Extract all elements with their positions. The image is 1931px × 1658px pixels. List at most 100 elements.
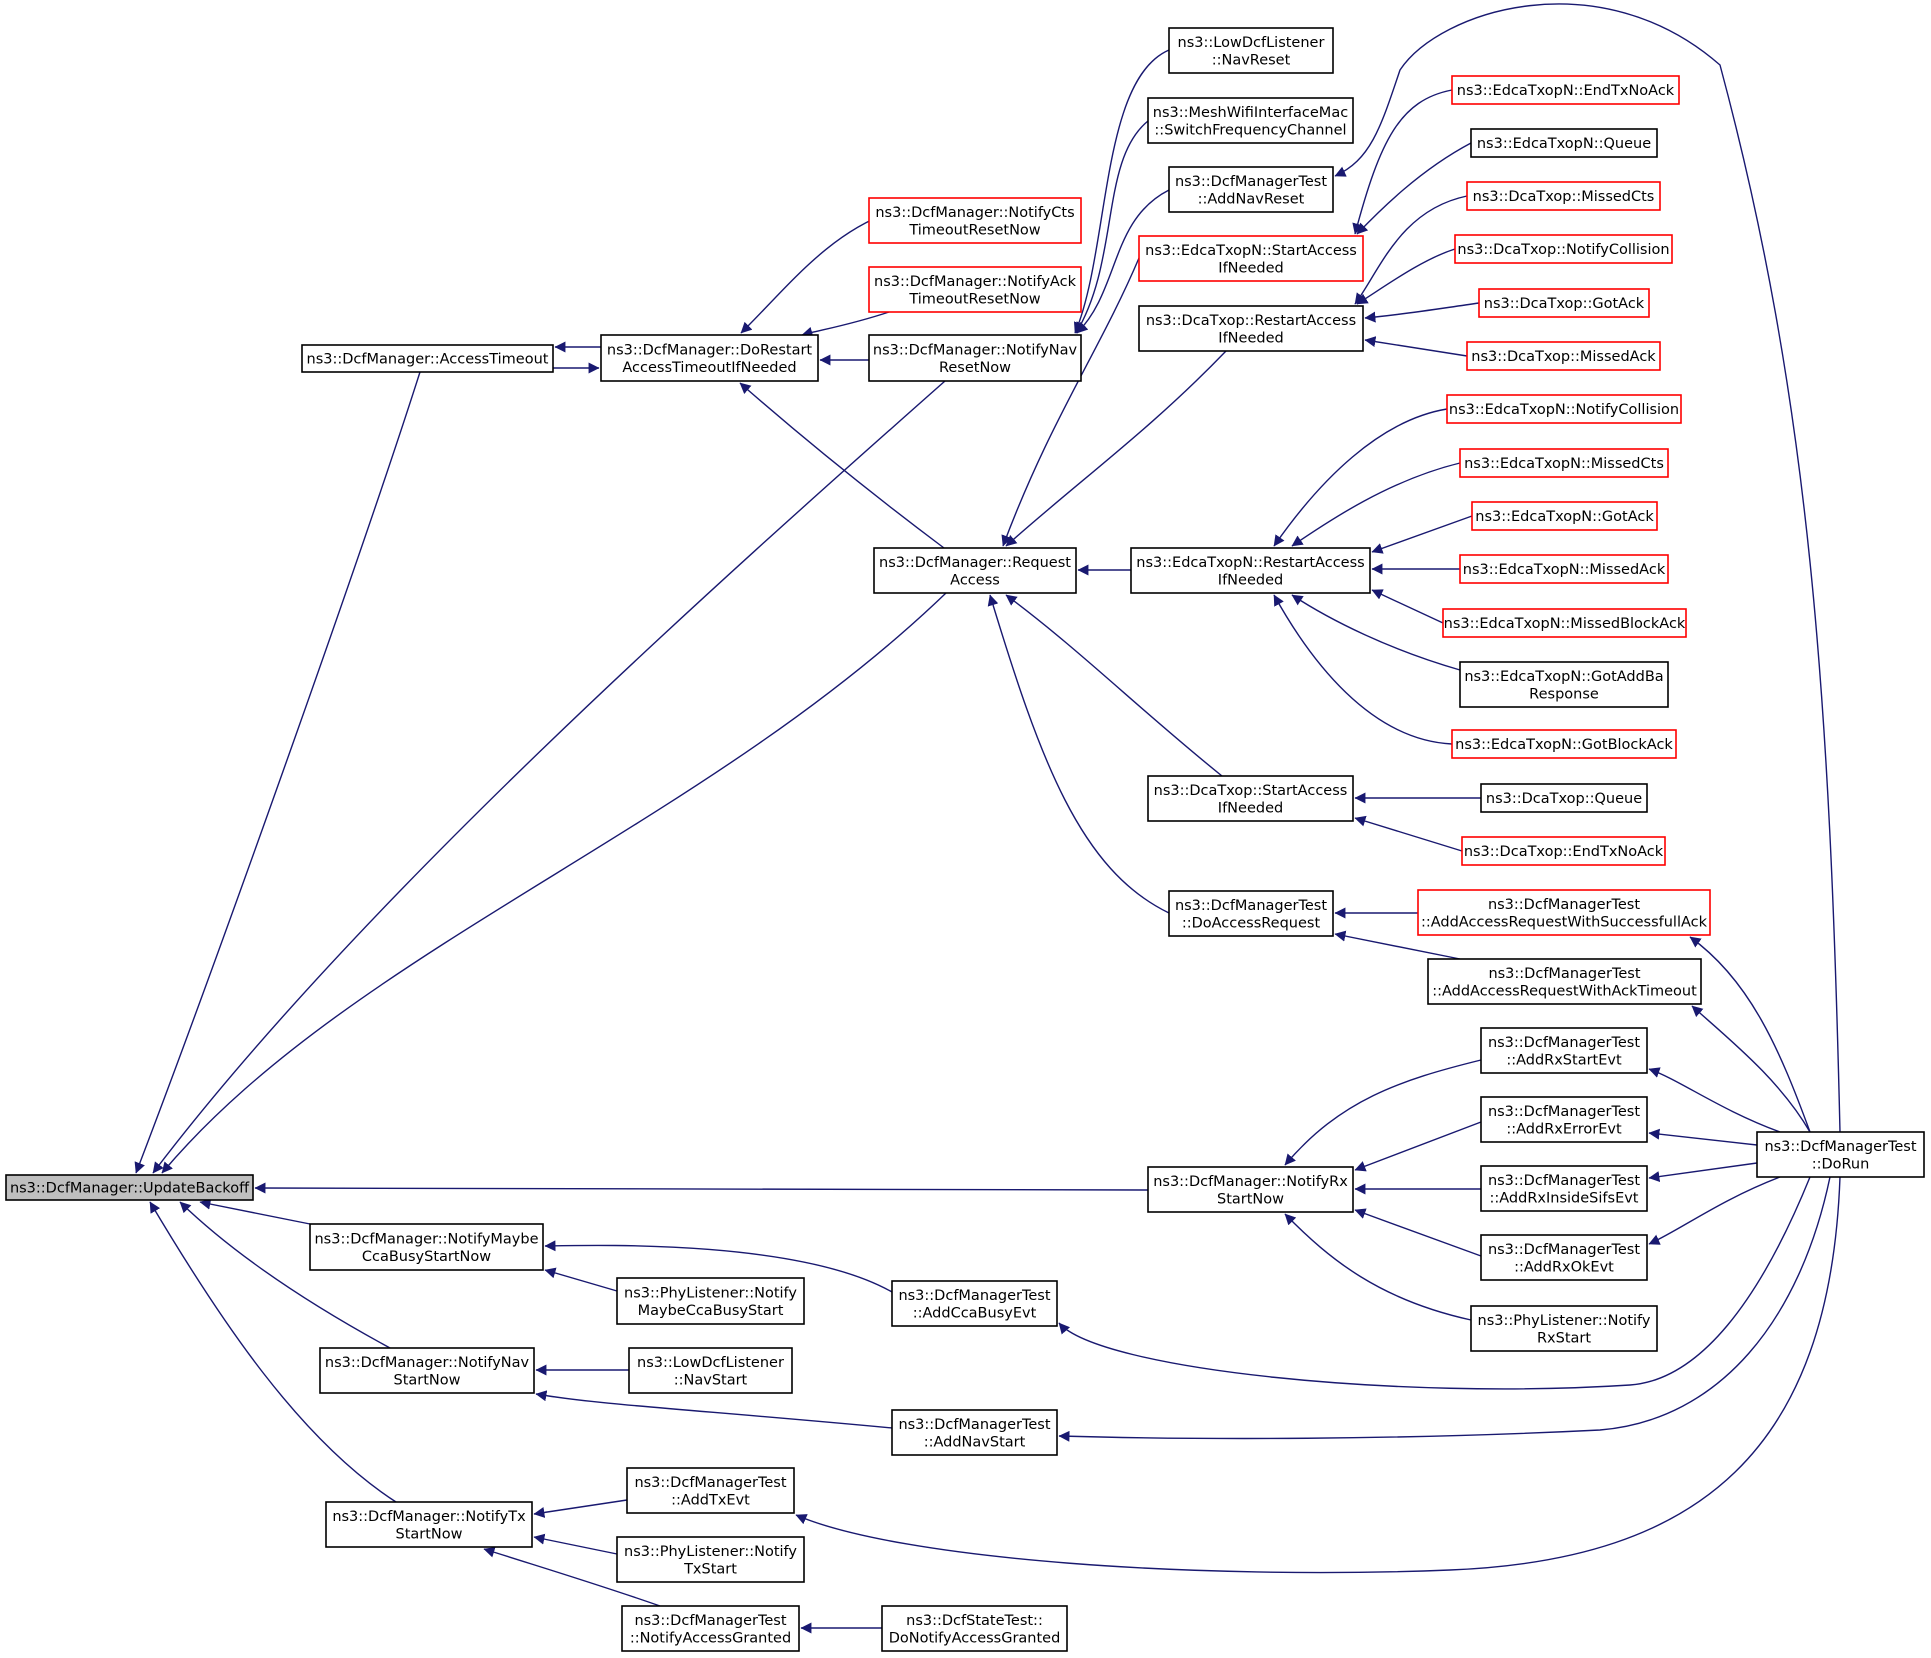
node-edca-got-ack[interactable]: ns3::EdcaTxopN::GotAck	[1471, 501, 1658, 531]
node-dca-got-ack[interactable]: ns3::DcaTxop::GotAck	[1478, 288, 1650, 318]
node-test-add-nav-start[interactable]: ns3::DcfManagerTest::AddNavStart	[891, 1409, 1058, 1456]
node-label-line: ResetNow	[939, 360, 1011, 376]
node-label-line: ns3::EdcaTxopN::Queue	[1477, 136, 1651, 152]
edge-test-do-run-to-test-rx-ok	[1648, 1176, 1781, 1245]
node-edca-queue[interactable]: ns3::EdcaTxopN::Queue	[1470, 128, 1658, 158]
node-box	[1466, 181, 1661, 211]
node-test-do-run[interactable]: ns3::DcfManagerTest::DoRun	[1756, 1131, 1925, 1178]
node-access-timeout[interactable]: ns3::DcfManager::AccessTimeout	[301, 344, 554, 373]
node-label-line: ns3::DcfManager::UpdateBackoff	[10, 1181, 250, 1197]
node-notify-cca[interactable]: ns3::DcfManager::NotifyMaybeCcaBusyStart…	[309, 1223, 544, 1271]
node-mesh-switch[interactable]: ns3::MeshWifiInterfaceMac::SwitchFrequen…	[1147, 97, 1354, 144]
node-label-line: ns3::DcaTxop::EndTxNoAck	[1464, 844, 1664, 860]
node-update-backoff[interactable]: ns3::DcfManager::UpdateBackoff	[5, 1174, 254, 1201]
node-edca-notify-coll[interactable]: ns3::EdcaTxopN::NotifyCollision	[1446, 394, 1682, 424]
node-notify-ack[interactable]: ns3::DcfManager::NotifyAckTimeoutResetNo…	[868, 266, 1082, 313]
node-test-add-timeout[interactable]: ns3::DcfManagerTest::AddAccessRequestWit…	[1427, 958, 1702, 1005]
edge-test-do-access-to-request-access	[987, 594, 1170, 914]
node-edca-missed-block[interactable]: ns3::EdcaTxopN::MissedBlockAck	[1442, 608, 1687, 638]
node-edca-got-block[interactable]: ns3::EdcaTxopN::GotBlockAck	[1451, 729, 1677, 759]
node-label-line: TimeoutResetNow	[908, 291, 1040, 307]
node-box	[1466, 341, 1661, 371]
node-box	[325, 1501, 533, 1548]
node-box	[868, 197, 1082, 244]
edge-dca-restart-to-request-access	[1005, 350, 1227, 547]
node-label-line: ns3::DcfManagerTest	[1764, 1139, 1916, 1155]
node-edca-end-tx[interactable]: ns3::EdcaTxopN::EndTxNoAck	[1451, 75, 1680, 105]
node-label-line: ::AddRxStartEvt	[1506, 1052, 1622, 1068]
node-low-nav-start[interactable]: ns3::LowDcfListener::NavStart	[628, 1347, 793, 1394]
node-test-rx-sifs[interactable]: ns3::DcfManagerTest::AddRxInsideSifsEvt	[1480, 1165, 1648, 1212]
edge-mesh-switch-to-notify-nav-reset	[1075, 120, 1149, 334]
edge-dca-start-to-request-access	[1005, 594, 1223, 777]
node-box	[868, 266, 1082, 313]
node-edca-missed-ack[interactable]: ns3::EdcaTxopN::MissedAck	[1459, 554, 1669, 584]
node-test-do-access[interactable]: ns3::DcfManagerTest::DoAccessRequest	[1168, 890, 1334, 937]
node-box	[1168, 890, 1334, 937]
node-label-line: IfNeeded	[1218, 572, 1283, 588]
node-box	[5, 1174, 254, 1201]
node-dca-missed-cts[interactable]: ns3::DcaTxop::MissedCts	[1466, 181, 1661, 211]
node-label-line: ns3::EdcaTxopN::MissedBlockAck	[1444, 616, 1686, 632]
edge-notify-nav-reset-to-update-backoff	[152, 380, 946, 1174]
node-test-rx-start[interactable]: ns3::DcfManagerTest::AddRxStartEvt	[1480, 1027, 1648, 1074]
node-dca-notify-coll[interactable]: ns3::DcaTxop::NotifyCollision	[1454, 234, 1673, 264]
edge-test-add-nav-reset-to-notify-nav-reset	[1076, 189, 1170, 334]
node-notify-cts[interactable]: ns3::DcfManager::NotifyCtsTimeoutResetNo…	[868, 197, 1082, 244]
edge-notify-ack-to-do-restart	[801, 311, 890, 338]
node-test-add-success[interactable]: ns3::DcfManagerTest::AddAccessRequestWit…	[1417, 889, 1711, 936]
node-edca-missed-cts[interactable]: ns3::EdcaTxopN::MissedCts	[1459, 448, 1669, 478]
node-box	[309, 1223, 544, 1271]
edge-phy-cca-to-notify-cca	[544, 1267, 618, 1292]
edge-test-add-cca-to-notify-cca	[544, 1240, 893, 1293]
node-box	[1480, 783, 1648, 813]
node-label-line: ns3::DcfManagerTest	[634, 1613, 786, 1629]
edge-test-do-run-to-test-rx-start	[1648, 1067, 1781, 1133]
edge-test-do-run-to-test-add-timeout	[1691, 1005, 1811, 1133]
edge-test-do-run-to-test-add-success	[1689, 936, 1811, 1133]
node-low-nav-reset[interactable]: ns3::LowDcfListener::NavReset	[1168, 27, 1334, 74]
node-box	[881, 1605, 1068, 1652]
node-box	[626, 1467, 795, 1514]
node-dca-queue[interactable]: ns3::DcaTxop::Queue	[1480, 783, 1648, 813]
node-label-line: ns3::DcfManager::NotifyNav	[325, 1355, 530, 1371]
node-label-line: StartNow	[1217, 1191, 1284, 1207]
node-box	[1470, 128, 1658, 158]
node-test-rx-error[interactable]: ns3::DcfManagerTest::AddRxErrorEvt	[1480, 1096, 1648, 1143]
node-phy-cca[interactable]: ns3::PhyListener::NotifyMaybeCcaBusyStar…	[616, 1277, 805, 1325]
node-label-line: ::AddNavReset	[1198, 191, 1305, 207]
node-label-line: ns3::DcfManager::Request	[879, 555, 1071, 571]
node-dca-end-tx[interactable]: ns3::DcaTxop::EndTxNoAck	[1461, 836, 1666, 866]
node-dca-missed-ack[interactable]: ns3::DcaTxop::MissedAck	[1466, 341, 1661, 371]
node-label-line: ns3::EdcaTxopN::StartAccess	[1145, 243, 1357, 259]
node-test-rx-ok[interactable]: ns3::DcfManagerTest::AddRxOkEvt	[1480, 1234, 1648, 1281]
node-box	[1756, 1131, 1925, 1178]
node-test-add-tx[interactable]: ns3::DcfManagerTest::AddTxEvt	[626, 1467, 795, 1514]
node-label-line: ::NavReset	[1212, 52, 1291, 68]
edge-edca-missed-block-to-edca-restart	[1371, 589, 1444, 624]
node-do-restart[interactable]: ns3::DcfManager::DoRestartAccessTimeoutI…	[600, 334, 819, 382]
edge-test-add-nav-start-to-notify-nav-start	[535, 1390, 893, 1429]
node-box	[621, 1605, 800, 1652]
node-test-notify-granted[interactable]: ns3::DcfManagerTest::NotifyAccessGranted	[621, 1605, 800, 1652]
edge-test-rx-ok-to-notify-rx-start	[1354, 1208, 1482, 1257]
node-test-add-cca[interactable]: ns3::DcfManagerTest::AddCcaBusyEvt	[891, 1280, 1058, 1327]
node-test-add-nav-reset[interactable]: ns3::DcfManagerTest::AddNavReset	[1168, 166, 1334, 213]
node-state-do-notify[interactable]: ns3::DcfStateTest::DoNotifyAccessGranted	[881, 1605, 1068, 1652]
node-label-line: ns3::DcfManager::NotifyNav	[873, 342, 1078, 358]
node-label-line: ns3::DcfManagerTest	[634, 1475, 786, 1491]
edges-layer	[134, 3, 1841, 1634]
